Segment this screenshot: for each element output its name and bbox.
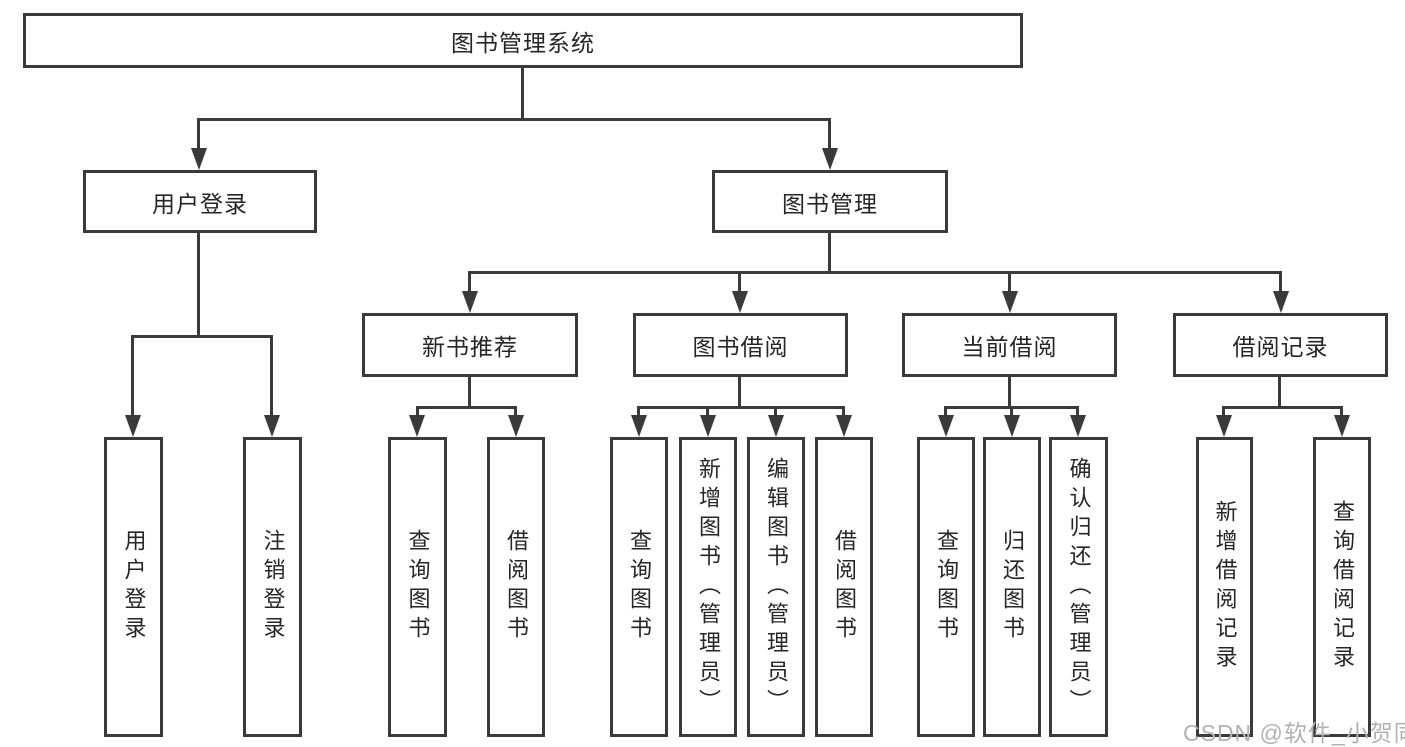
node-label: 新书推荐 [422, 334, 518, 360]
leaf-query-borrow-record: 查询借阅记录 [1313, 437, 1371, 737]
arrow-down-icon [768, 415, 784, 437]
leaf-borrow-books: 借阅图书 [815, 437, 873, 737]
connector-line [1222, 406, 1225, 418]
connector-line [197, 233, 200, 338]
arrow-down-icon [508, 415, 524, 437]
leaf-query-books-recommend: 查询图书 [388, 437, 447, 737]
connector-line [1008, 271, 1011, 293]
connector-line [514, 406, 517, 418]
leaf-add-borrow-record: 新增借阅记录 [1196, 437, 1253, 737]
connector-line [738, 271, 741, 293]
connector-line [828, 233, 831, 274]
connector-line [774, 406, 777, 418]
leaf-label: 查询图书 [934, 529, 959, 645]
leaf-label: 注销登录 [260, 529, 286, 645]
leaf-return-book: 归还图书 [983, 437, 1041, 737]
connector-line [706, 406, 709, 418]
leaf-label: 查询图书 [627, 529, 652, 645]
node-library-management-system: 图书管理系统 [23, 13, 1023, 68]
connector-line [738, 377, 741, 409]
arrow-down-icon [631, 415, 647, 437]
arrow-down-icon [1334, 415, 1350, 437]
leaf-label: 新增借阅记录 [1212, 500, 1238, 674]
leaf-add-book-admin: 新增图书（管理员） [679, 437, 737, 737]
connector-line [270, 335, 273, 418]
connector-line [416, 406, 517, 409]
node-label: 当前借阅 [961, 334, 1058, 360]
arrow-down-icon [1070, 415, 1086, 437]
arrow-down-icon [1004, 415, 1020, 437]
connector-line [1010, 406, 1013, 418]
arrow-down-icon [125, 415, 141, 437]
leaf-edit-book-admin: 编辑图书（管理员） [747, 437, 805, 737]
leaf-label: 确认归还（管理员） [1066, 456, 1092, 718]
connector-line [132, 335, 273, 338]
arrow-down-icon [700, 415, 716, 437]
node-label: 图书管理 [782, 190, 878, 217]
connector-line [198, 118, 831, 121]
connector-line [828, 118, 831, 152]
connector-line [197, 118, 200, 152]
arrow-down-icon [822, 148, 838, 170]
connector-line [468, 271, 471, 293]
connector-line [468, 271, 1282, 274]
leaf-label: 查询图书 [405, 529, 431, 645]
leaf-label: 借阅图书 [832, 529, 857, 645]
node-label: 图书管理系统 [451, 29, 595, 56]
connector-line [1279, 271, 1282, 293]
leaf-label: 查询借阅记录 [1330, 500, 1355, 674]
leaf-label: 用户登录 [121, 529, 147, 645]
connector-line [944, 406, 947, 418]
leaf-user-login: 用户登录 [104, 437, 163, 737]
node-user-login: 用户登录 [83, 170, 317, 233]
leaf-query-books-current: 查询图书 [917, 437, 975, 737]
watermark: CSDN @软件_小贺同学 [1183, 720, 1405, 746]
node-book-borrowing: 图书借阅 [633, 313, 848, 377]
connector-line [416, 406, 419, 418]
connector-line [131, 335, 134, 418]
connector-line [637, 406, 845, 409]
node-label: 用户登录 [152, 190, 248, 217]
leaf-borrow-books-recommend: 借阅图书 [487, 437, 545, 737]
node-label: 借阅记录 [1232, 334, 1329, 360]
leaf-confirm-return-admin: 确认归还（管理员） [1049, 437, 1108, 737]
connector-line [1278, 377, 1281, 409]
arrow-down-icon [836, 415, 852, 437]
leaf-label: 新增图书（管理员） [696, 456, 721, 718]
connector-line [842, 406, 845, 418]
leaf-query-books-borrow: 查询图书 [610, 437, 668, 737]
connector-line [637, 406, 640, 418]
connector-line [1076, 406, 1079, 418]
connector-line [1340, 406, 1343, 418]
arrow-down-icon [938, 415, 954, 437]
leaf-label: 归还图书 [1000, 529, 1025, 645]
leaf-label: 借阅图书 [504, 529, 529, 645]
node-current-borrowing: 当前借阅 [902, 313, 1117, 377]
node-borrowing-records: 借阅记录 [1173, 313, 1388, 377]
arrow-down-icon [462, 291, 478, 313]
leaf-logout: 注销登录 [243, 437, 302, 737]
connector-line [1008, 377, 1011, 409]
leaf-label: 编辑图书（管理员） [764, 456, 789, 718]
connector-line [521, 68, 524, 121]
connector-line [468, 377, 471, 409]
arrow-down-icon [1216, 415, 1232, 437]
arrow-down-icon [264, 415, 280, 437]
arrow-down-icon [409, 415, 425, 437]
connector-line [1222, 406, 1343, 409]
arrow-down-icon [732, 291, 748, 313]
arrow-down-icon [1273, 291, 1289, 313]
arrow-down-icon [191, 148, 207, 170]
node-new-book-recommendation: 新书推荐 [362, 313, 578, 377]
node-label: 图书借阅 [692, 334, 789, 360]
node-book-management: 图书管理 [712, 170, 948, 233]
arrow-down-icon [1002, 291, 1018, 313]
